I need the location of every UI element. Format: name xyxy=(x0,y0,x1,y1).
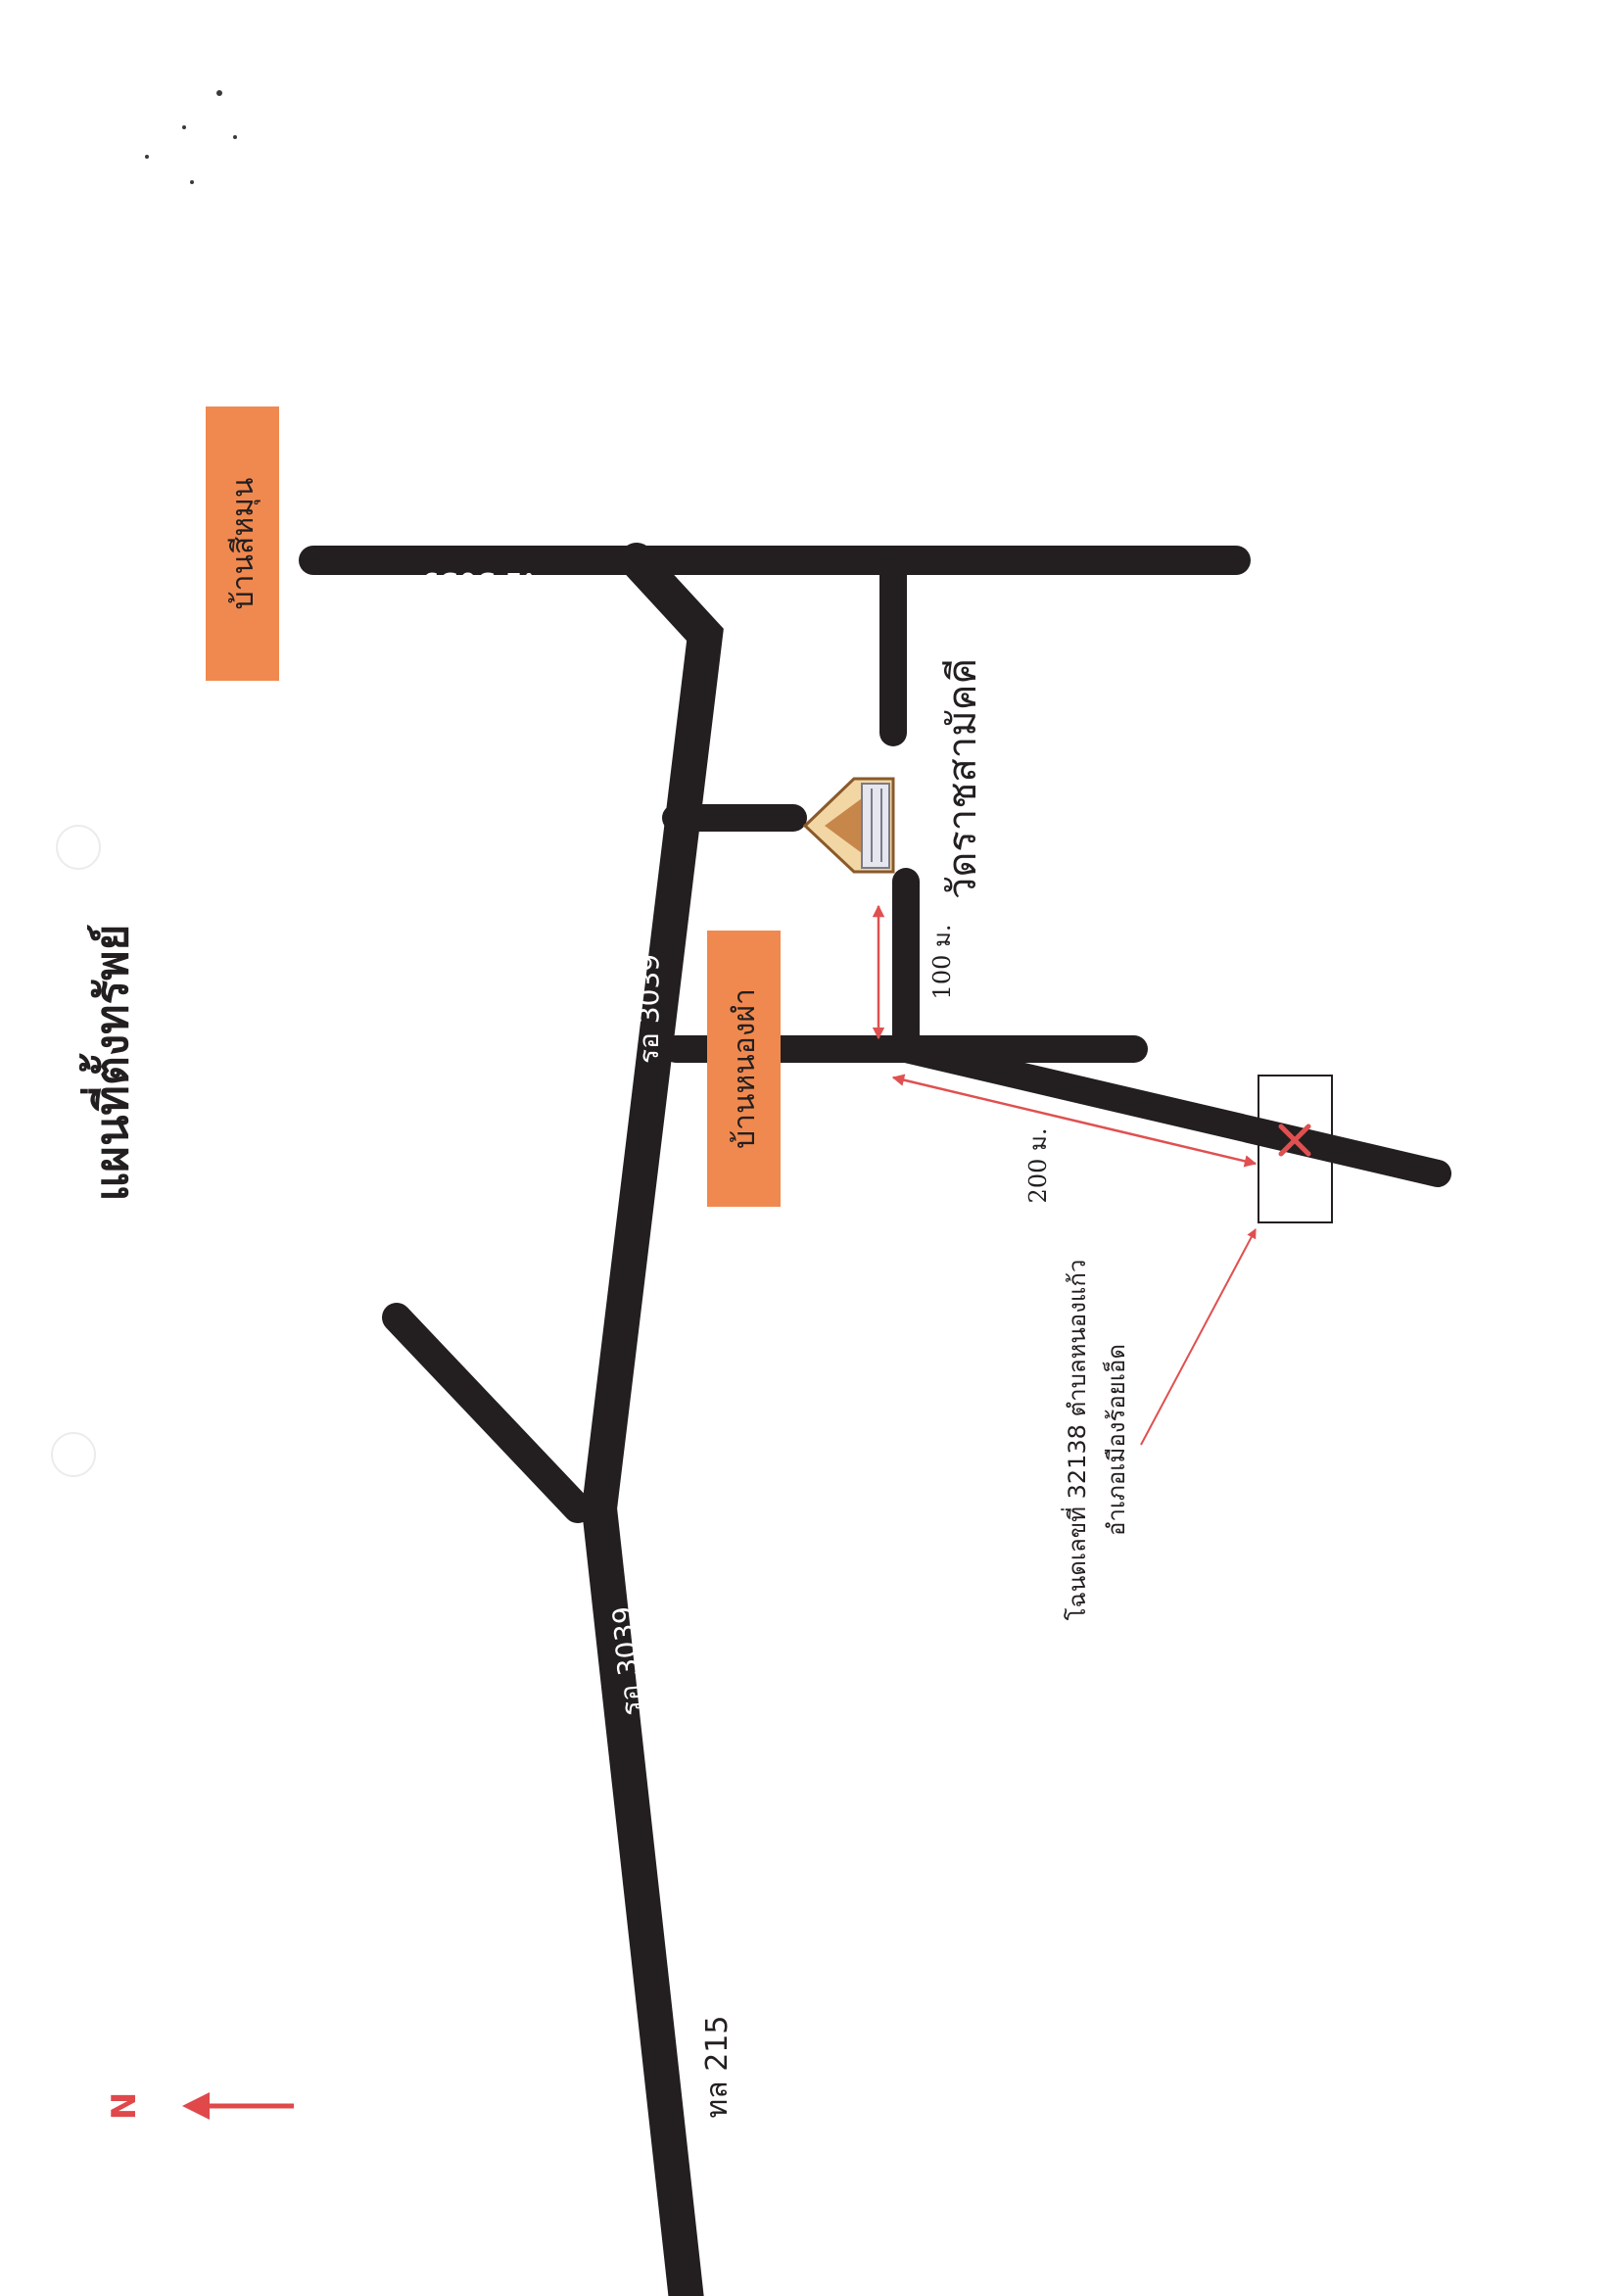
scan-marks xyxy=(145,90,237,184)
road-branch-left xyxy=(382,1303,593,1523)
distance-arrow-200 xyxy=(891,1074,1258,1168)
place-label-ban-si-mum: บ้านสีหมุน xyxy=(226,478,261,610)
distance-label-100: 100 ม. xyxy=(928,925,956,1000)
road-3039-main xyxy=(581,543,724,2296)
property-pointer-arrow xyxy=(1140,1228,1257,1446)
place-box-ban-nong-pha xyxy=(707,931,781,1207)
property-box xyxy=(1258,1075,1333,1223)
road-to-property xyxy=(892,1035,1451,1187)
punch-hole-bottom xyxy=(51,1432,96,1477)
road-label-3039-top: รอ 3039 xyxy=(421,565,539,599)
place-box-ban-si-mum xyxy=(206,407,279,681)
road-label-215: ทล 215 xyxy=(700,2016,735,2119)
north-arrow-icon xyxy=(182,2092,294,2120)
temple-icon xyxy=(802,777,895,874)
punch-hole-top xyxy=(56,825,101,870)
map-title: แผนที่ตั้งทรัพย์ xyxy=(78,924,138,1201)
north-label: N xyxy=(105,2092,144,2120)
property-label-line1: โฉนดเลขที่ 32138 ตำบลหนองแก้ว xyxy=(1061,1260,1091,1621)
road-label-3039-mid: รอ 3039 xyxy=(633,954,665,1064)
place-label-ban-nong-pha: บ้านหนองผำ xyxy=(728,988,762,1149)
distance-label-200: 200 ม. xyxy=(1024,1128,1052,1204)
property-label-line2: อำเภอเมืองร้อยเอ็ด xyxy=(1102,1344,1130,1536)
temple-label: วัดราชสามัคคี xyxy=(940,658,985,899)
property-x-marker xyxy=(1278,1124,1311,1157)
